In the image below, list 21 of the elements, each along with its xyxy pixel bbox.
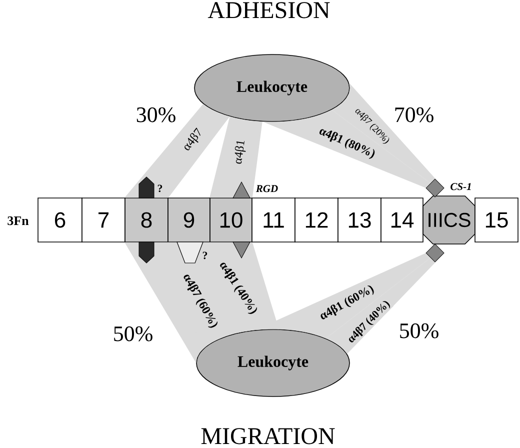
percentage-label: 50% bbox=[400, 323, 438, 338]
domain-box: 12 bbox=[294, 198, 338, 242]
domain-box: 15 bbox=[474, 198, 518, 242]
domain-box: 9 bbox=[168, 198, 210, 242]
domain-box: 6 bbox=[38, 198, 82, 242]
domain-box: 13 bbox=[338, 198, 382, 242]
question-mark: ? bbox=[202, 252, 208, 260]
section-heading: MIGRATION bbox=[201, 428, 335, 444]
domain-octagon: IIICS bbox=[422, 196, 476, 244]
site-label: RGD bbox=[256, 185, 278, 192]
domain-box: 8 bbox=[124, 198, 168, 242]
percentage-label: 70% bbox=[395, 107, 434, 122]
edge-label: α4β1 bbox=[232, 138, 248, 166]
domain-box: 10 bbox=[210, 198, 252, 242]
site-label: CS-1 bbox=[450, 183, 471, 190]
domain-box: 7 bbox=[82, 198, 126, 242]
domain-box: 14 bbox=[380, 198, 424, 242]
section-heading: ADHESION bbox=[208, 2, 330, 18]
domain-box: 11 bbox=[252, 198, 296, 242]
percentage-label: 50% bbox=[114, 326, 152, 342]
question-mark: ? bbox=[158, 184, 162, 192]
